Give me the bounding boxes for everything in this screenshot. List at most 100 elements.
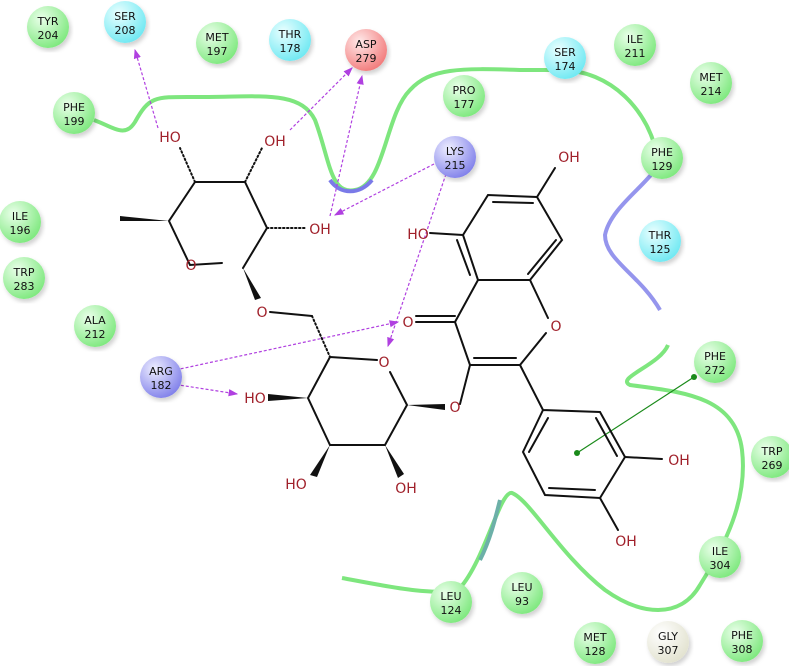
residue-name: GLY xyxy=(658,630,678,643)
atom-label-ring-oxygen: O xyxy=(550,319,561,335)
atom-label-ring-oxygen: O xyxy=(185,258,196,274)
atom-label-hydroxyl: OH xyxy=(264,134,286,150)
residue-bubble xyxy=(53,92,95,134)
residue-name: LYS xyxy=(446,145,464,158)
residue-number: 177 xyxy=(454,98,475,111)
residue-name: THR xyxy=(278,28,302,41)
residue-name: MET xyxy=(583,631,606,644)
residue-bubble xyxy=(3,257,45,299)
residue-number: 124 xyxy=(441,604,462,617)
residue-number: 199 xyxy=(64,115,85,128)
residue-name: PHE xyxy=(731,629,753,642)
atom-label-glycosidic-oxygen: O xyxy=(449,400,460,416)
residue-name: ILE xyxy=(12,210,28,223)
residue-bubble xyxy=(721,620,763,662)
hbond-asp279-b xyxy=(329,74,364,217)
pocket-ribbon xyxy=(93,67,745,612)
residue-name: TRP xyxy=(13,266,35,279)
atom-label-hydroxyl: HO xyxy=(285,477,307,493)
ligand-structure xyxy=(120,147,663,531)
residue-number: 174 xyxy=(555,60,576,73)
residue-number: 214 xyxy=(701,85,722,98)
residue-bubble xyxy=(690,62,732,104)
residue-bubble xyxy=(27,6,69,48)
residue-name: PHE xyxy=(651,146,673,159)
residue-number: 272 xyxy=(705,364,726,377)
hbond-ser208 xyxy=(133,48,159,129)
atom-label-hydroxyl: OH xyxy=(558,150,580,166)
residue-name: THR xyxy=(648,229,672,242)
residue-number: 196 xyxy=(10,224,31,237)
residue-name: MET xyxy=(205,31,228,44)
ring-centroid xyxy=(574,450,580,456)
residue-number: 208 xyxy=(115,24,136,37)
atom-label-hydroxyl: HO xyxy=(244,391,266,407)
residue-bubble xyxy=(694,341,736,383)
residue-bubble xyxy=(751,436,789,478)
hbond-lys215-b xyxy=(387,173,447,348)
atom-label-hydroxyl: OH xyxy=(668,453,690,469)
pi-stacking-phe272 xyxy=(576,376,695,454)
residue-name: ILE xyxy=(712,545,728,558)
residue-number: 204 xyxy=(38,29,59,42)
atom-label-carbonyl-oxygen: O xyxy=(402,315,413,331)
residue-name: PHE xyxy=(63,101,85,114)
residue-bubble xyxy=(639,220,681,262)
pi-stacking-endpoint xyxy=(691,374,697,380)
atom-label-hydroxyl: HO xyxy=(159,130,181,146)
residue-number: 128 xyxy=(585,645,606,658)
residue-number: 129 xyxy=(652,160,673,173)
residue-bubble xyxy=(443,75,485,117)
hbond-asp279-a xyxy=(289,67,353,131)
residue-number: 197 xyxy=(207,45,228,58)
residue-name: ALA xyxy=(84,314,106,327)
atom-label-hydroxyl: HO xyxy=(407,227,429,243)
residue-bubble xyxy=(699,536,741,578)
residue-bubble xyxy=(0,201,41,243)
residue-number: 215 xyxy=(445,159,466,172)
atom-label-ether-oxygen: O xyxy=(256,305,267,321)
residue-bubble xyxy=(430,581,472,623)
residue-number: 283 xyxy=(14,280,35,293)
residue-number: 182 xyxy=(151,379,172,392)
hbond-lys215-a xyxy=(333,163,435,216)
residue-name: ILE xyxy=(627,33,643,46)
residue-bubble xyxy=(574,622,616,664)
residue-name: TYR xyxy=(36,15,58,28)
residue-bubble xyxy=(434,136,476,178)
atom-label-hydroxyl: OH xyxy=(615,534,637,550)
residue-bubble xyxy=(614,24,656,66)
residue-name: ASP xyxy=(355,38,377,51)
atom-label-hydroxyl: OH xyxy=(395,481,417,497)
residue-name: SER xyxy=(554,46,576,59)
residue-number: 269 xyxy=(762,459,783,472)
residue-name: LEU xyxy=(511,581,532,594)
residue-name: PHE xyxy=(704,350,726,363)
residue-name: ARG xyxy=(149,365,173,378)
residue-number: 178 xyxy=(280,42,301,55)
residue-number: 93 xyxy=(515,595,529,608)
residue-bubble xyxy=(544,37,586,79)
residue-bubble xyxy=(74,305,116,347)
residue-name: LEU xyxy=(440,590,461,603)
residue-bubble xyxy=(345,29,387,71)
residue-number: 125 xyxy=(650,243,671,256)
